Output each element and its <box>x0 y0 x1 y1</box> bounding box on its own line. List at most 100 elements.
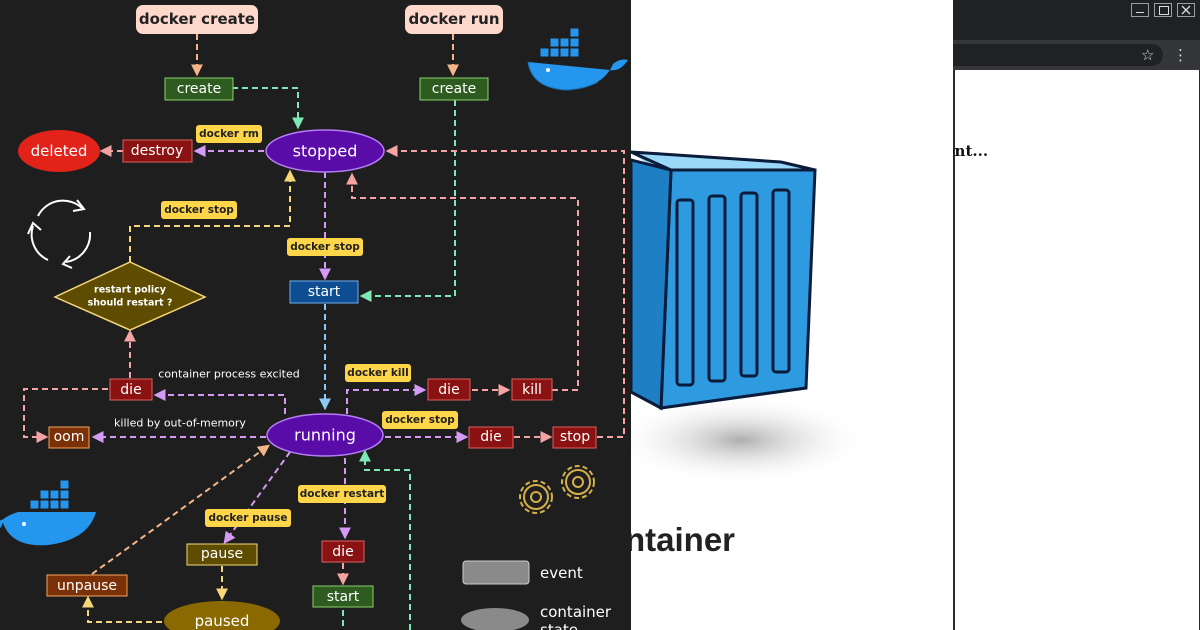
deleted-text: deleted <box>31 142 88 160</box>
edge-running-to-die-kill <box>346 384 427 414</box>
docker-stop-label-mid <box>287 238 363 256</box>
legend-event-text: event <box>540 564 583 582</box>
shipping-container-image <box>631 150 871 485</box>
docker-restart-label <box>298 485 386 503</box>
docker-stop-left-text: docker stop <box>164 204 234 216</box>
edge-restart-to-stopped <box>129 169 296 262</box>
pause-event <box>186 543 258 566</box>
diagram-canvas: docker create docker run create create d… <box>0 5 628 630</box>
page-content: ent... <box>953 70 1200 630</box>
oom-event <box>48 426 90 449</box>
browser-window: ☆ ⋮ ent... <box>953 0 1200 630</box>
kill-event <box>511 378 553 401</box>
minimize-button[interactable] <box>1131 3 1149 17</box>
docker-stop-label-right <box>382 411 458 429</box>
page-heading-fragment: ent... <box>953 142 989 160</box>
legend-state-line2: state <box>540 621 578 630</box>
create-event-1 <box>164 77 234 101</box>
edge-die-to-oom <box>23 388 108 443</box>
maximize-icon <box>1159 6 1169 15</box>
oom-text: oom <box>54 429 85 445</box>
edge-create-to-stopped <box>232 87 304 130</box>
die-event-left <box>109 378 153 401</box>
docker-stop-label-left <box>161 201 237 219</box>
docker-create-text: docker create <box>139 10 255 28</box>
docker-pause-text: docker pause <box>208 512 287 524</box>
close-icon <box>1181 5 1191 15</box>
restart-policy-line2: should restart ? <box>88 298 173 309</box>
address-bar[interactable]: ☆ <box>953 44 1163 66</box>
docker-restart-text: docker restart <box>300 488 384 500</box>
unpause-text: unpause <box>57 578 117 594</box>
stop-event <box>552 426 597 449</box>
create-event-2-text: create <box>432 81 476 97</box>
docker-pause-label <box>205 509 291 527</box>
die-stop-text: die <box>480 429 501 445</box>
die-left-text: die <box>120 382 141 398</box>
docker-stop-right-text: docker stop <box>385 414 455 426</box>
edges <box>23 34 625 630</box>
edge-unpause-to-running <box>91 444 270 575</box>
unpause-event <box>46 574 128 597</box>
edge-running-to-die <box>153 389 286 414</box>
restart-policy-line1: restart policy <box>94 285 167 296</box>
docker-lifecycle-diagram: docker create docker run create create d… <box>0 0 631 630</box>
docker-stop-mid-text: docker stop <box>290 241 360 253</box>
running-state <box>266 413 384 457</box>
docker-create-command <box>136 5 258 34</box>
paused-state <box>164 601 280 630</box>
legend-event-swatch <box>462 560 530 585</box>
destroy-text: destroy <box>131 143 184 159</box>
docker-whale-icon-top <box>527 27 628 91</box>
edge-stop-to-stopped <box>385 145 625 438</box>
paused-text: paused <box>195 612 250 630</box>
start-event-1-text: start <box>308 284 341 300</box>
docker-rm-label <box>196 125 262 143</box>
restart-cycle-icon <box>27 199 92 269</box>
minimize-icon <box>1136 12 1144 13</box>
edge-kill-to-stopped <box>346 172 579 391</box>
start-event-1 <box>289 280 359 304</box>
legend-state-swatch <box>461 608 529 630</box>
deleted-state <box>18 130 100 172</box>
pause-text: pause <box>201 546 243 562</box>
docker-kill-text: docker kill <box>347 367 408 379</box>
docker-whale-icon-bottom <box>0 479 96 546</box>
stopped-state <box>265 129 385 173</box>
maximize-button[interactable] <box>1154 3 1172 17</box>
restart-policy-decision <box>53 261 207 331</box>
browser-toolbar: ☆ ⋮ <box>953 40 1200 70</box>
running-text: running <box>294 426 356 445</box>
create-event-2 <box>419 77 489 101</box>
start-event-2 <box>312 585 374 608</box>
container-caption: ntainer <box>631 521 736 558</box>
docker-kill-label <box>345 364 411 382</box>
edge-paused-to-unpause <box>82 595 162 623</box>
browser-titlebar <box>953 0 1200 40</box>
stopped-text: stopped <box>293 142 358 161</box>
docker-run-text: docker run <box>408 10 499 28</box>
close-button[interactable] <box>1177 3 1195 17</box>
die-restart-text: die <box>332 544 353 560</box>
die-event-kill <box>427 378 471 401</box>
docker-run-command <box>405 5 503 34</box>
container-illustration-panel: ntainer <box>631 0 953 630</box>
die-event-stop <box>468 426 514 449</box>
docker-rm-text: docker rm <box>199 128 259 140</box>
killed-by-oom-label: killed by out-of-memory <box>114 417 246 430</box>
container-process-excited-label: container process excited <box>158 368 299 381</box>
legend-state-line1: container <box>540 603 612 621</box>
browser-menu-icon[interactable]: ⋮ <box>1173 46 1188 64</box>
die-kill-text: die <box>438 382 459 398</box>
die-event-restart <box>321 540 365 563</box>
bookmark-star-icon[interactable]: ☆ <box>1141 46 1155 64</box>
start-event-2-text: start <box>327 589 360 605</box>
destroy-event <box>122 139 193 163</box>
edge-running-to-pause <box>223 451 291 544</box>
create-event-1-text: create <box>177 81 221 97</box>
kill-text: kill <box>522 382 542 398</box>
edge-create-to-start <box>359 100 456 302</box>
stop-text: stop <box>560 429 590 445</box>
edge-start-to-running <box>359 449 411 630</box>
gears-icon <box>519 465 595 514</box>
